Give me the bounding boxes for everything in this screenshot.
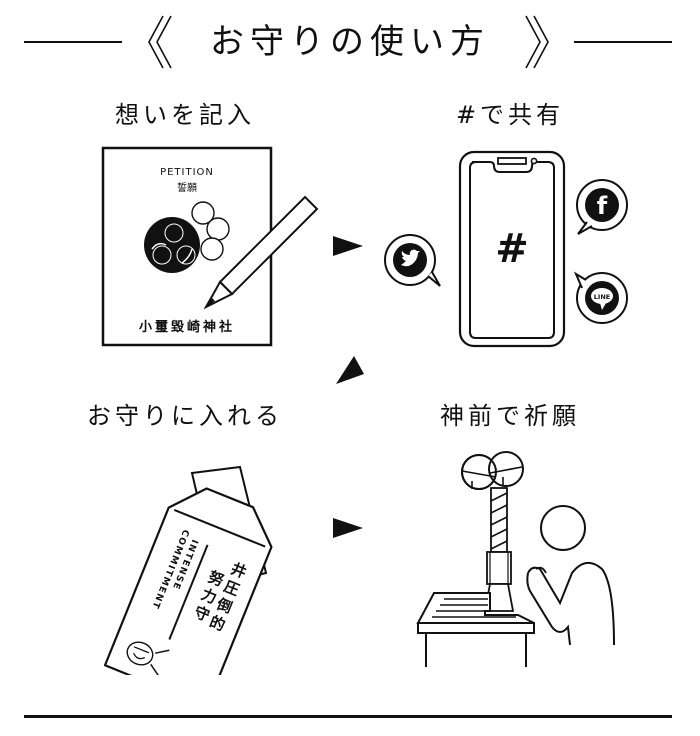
- page-title: お守りの使い方: [210, 22, 490, 62]
- oni-mask-icon: [126, 641, 170, 675]
- petition-subheading: 誓願: [177, 181, 197, 194]
- petition-card-illustration: PETITION 誓願 小璽毀崎神社: [101, 146, 319, 347]
- smartphone-icon: #: [458, 150, 566, 348]
- footer-rule: [24, 715, 672, 718]
- shrine-prayer-illustration: [416, 451, 615, 667]
- arrow-right-2-icon: [333, 518, 363, 538]
- petition-footer: 小璽毀崎神社: [139, 319, 235, 335]
- facebook-icon: f: [576, 179, 628, 235]
- arrow-right-1-icon: [333, 236, 363, 256]
- pencil-icon: [203, 195, 319, 310]
- smartphone-illustration: # f LINE: [384, 150, 628, 348]
- step-4-label: 神前で祈願: [440, 402, 580, 430]
- amulet-body: INTENSE COMMITMENT 井圧倒的 努力守: [103, 487, 273, 675]
- line-icon: LINE: [573, 271, 628, 324]
- step-1-label: 想いを記入: [115, 101, 255, 129]
- shrine-crest-icon: [144, 201, 230, 273]
- praying-person-icon: [526, 505, 615, 646]
- arrow-down-left-icon: [336, 356, 364, 384]
- facebook-glyph: f: [597, 192, 608, 220]
- offering-box-icon: [416, 592, 535, 667]
- right-double-chevron-icon: [525, 15, 549, 69]
- line-text: LINE: [594, 293, 610, 301]
- left-double-chevron-icon: [148, 15, 172, 69]
- header-rule-right: [574, 41, 672, 43]
- step-3-label: お守りに入れる: [87, 402, 283, 430]
- twitter-icon: [384, 234, 441, 287]
- header-rule-left: [24, 41, 122, 43]
- petition-heading: PETITION: [160, 167, 214, 178]
- hashtag-symbol: #: [495, 226, 529, 272]
- shrine-bell-icon: [461, 451, 524, 612]
- step-2-label: #で共有: [455, 101, 565, 129]
- amulet-illustration: INTENSE COMMITMENT 井圧倒的 努力守: [103, 465, 273, 675]
